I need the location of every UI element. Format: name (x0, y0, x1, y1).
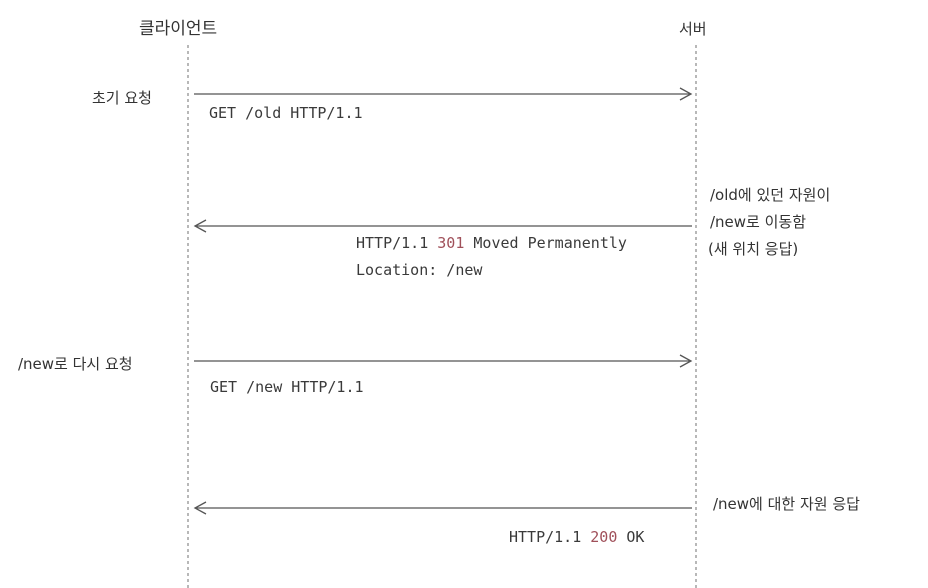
location-header: Location: /new (356, 261, 483, 279)
status-reason: OK (617, 528, 645, 546)
arrow-request-new (194, 354, 693, 368)
note-moved-line-2: /new로 이동함 (710, 213, 807, 231)
note-moved-line-3: (새 위치 응답) (708, 240, 799, 258)
arrow-response-301 (193, 219, 692, 233)
note-new-resource: /new에 대한 자원 응답 (713, 495, 860, 513)
status-code-301: 301 (437, 234, 465, 252)
status-reason: Moved Permanently (464, 234, 627, 252)
arrow-request-old (194, 87, 693, 101)
status-line-200: HTTP/1.1 200 OK (509, 528, 644, 546)
status-prefix: HTTP/1.1 (356, 234, 438, 252)
side-label-initial-request: 초기 요청 (92, 89, 152, 107)
side-label-rerequest: /new로 다시 요청 (18, 355, 133, 373)
server-label: 서버 (679, 20, 707, 38)
request-line-new: GET /new HTTP/1.1 (210, 378, 364, 396)
status-prefix: HTTP/1.1 (509, 528, 591, 546)
status-line-301: HTTP/1.1 301 Moved Permanently (356, 234, 627, 252)
arrow-response-200 (193, 501, 692, 515)
note-moved-line-1: /old에 있던 자원이 (710, 186, 831, 204)
status-code-200: 200 (590, 528, 618, 546)
client-label: 클라이언트 (139, 19, 218, 39)
request-line-old: GET /old HTTP/1.1 (209, 104, 363, 122)
